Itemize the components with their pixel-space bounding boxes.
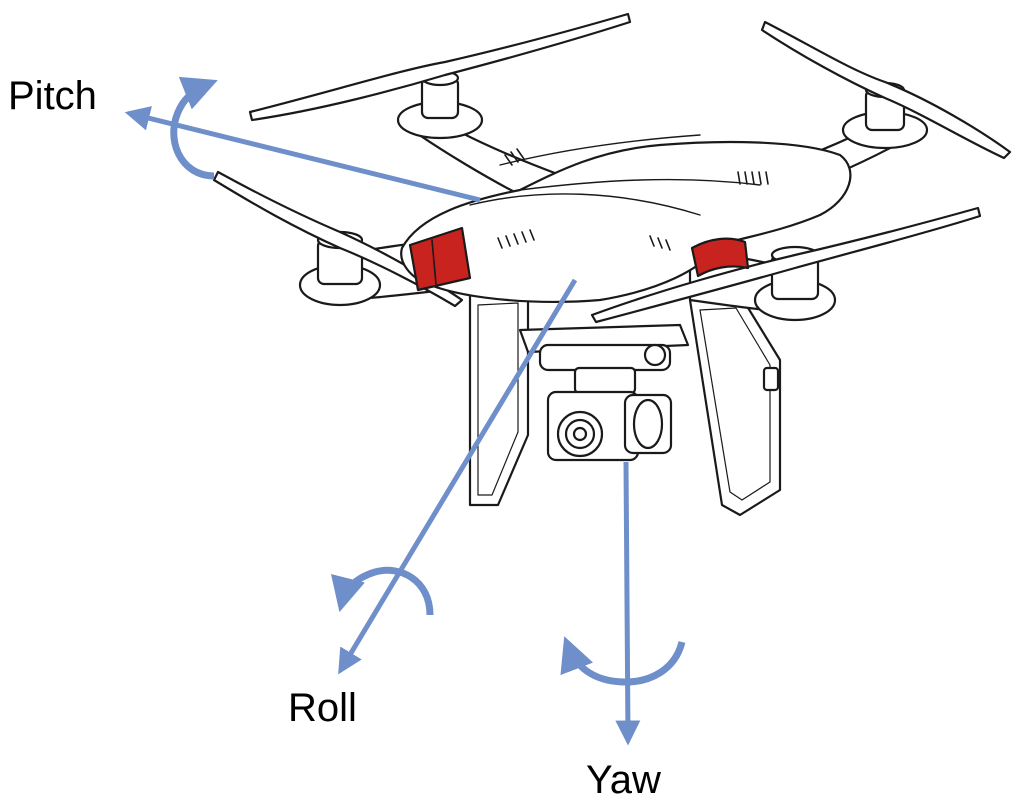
yaw-axis [568, 462, 682, 738]
pitch-label: Pitch [8, 76, 97, 116]
landing-gear-left [470, 292, 528, 505]
roll-label: Roll [288, 688, 357, 728]
landing-gear-right [690, 298, 780, 515]
gimbal-mount [520, 325, 688, 393]
yaw-label: Yaw [586, 760, 661, 800]
camera-icon [548, 392, 671, 460]
quadcopter-drone-icon [214, 14, 1010, 515]
roll-axis [342, 280, 575, 668]
yaw-axis-arrow [626, 462, 628, 738]
roll-axis-arrow [342, 280, 575, 668]
